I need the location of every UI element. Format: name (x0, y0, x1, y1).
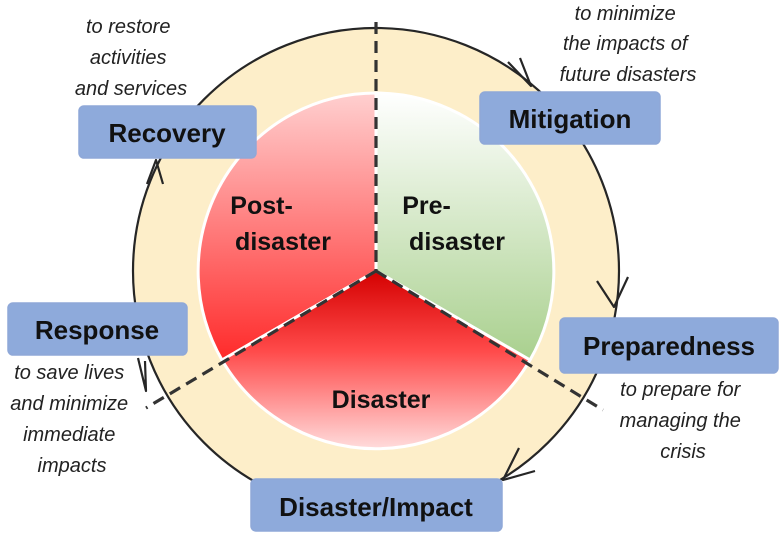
mitigation-label: Mitigation (509, 104, 632, 134)
stage-recovery: Recovery (78, 105, 257, 159)
preparedness-box (559, 317, 779, 374)
arrow-to-recovery-icon (145, 158, 165, 185)
phase-dividers (145, 22, 604, 412)
disaster-label: Disaster (332, 386, 431, 414)
response-label: Response (35, 315, 159, 345)
mitigation-note: to minimize the impacts of future disast… (560, 3, 697, 86)
mitigation-box (479, 91, 661, 145)
stage-preparedness: Preparedness (559, 317, 779, 374)
stage-disaster-impact: Disaster/Impact (250, 478, 503, 532)
recovery-note: to restore activities and services (75, 16, 187, 100)
disaster-impact-label: Disaster/Impact (279, 492, 473, 522)
arrow-to-response-icon (136, 357, 148, 393)
post-disaster-label: Post- disaster (230, 192, 331, 256)
arrow-to-disaster-impact-icon (501, 447, 536, 482)
response-box (7, 302, 188, 356)
preparedness-label: Preparedness (583, 331, 755, 361)
preparedness-note: to prepare for managing the crisis (620, 379, 747, 463)
recovery-label: Recovery (108, 118, 226, 148)
pre-disaster-label: Pre- disaster (402, 192, 505, 256)
stage-mitigation: Mitigation (479, 91, 661, 145)
response-note: to save lives and minimize immediate imp… (10, 362, 133, 477)
divider-left (145, 269, 377, 410)
pre-disaster-segment (374, 91, 556, 363)
arrow-to-mitigation-icon (507, 57, 533, 88)
cycle-arrows (136, 57, 629, 482)
post-disaster-segment (196, 91, 378, 363)
divider-right (375, 269, 604, 412)
stage-response: Response (7, 302, 188, 356)
disaster-segment (219, 269, 533, 451)
recovery-box (78, 105, 257, 159)
disaster-impact-box (250, 478, 503, 532)
arrow-to-preparedness-icon (596, 276, 629, 309)
